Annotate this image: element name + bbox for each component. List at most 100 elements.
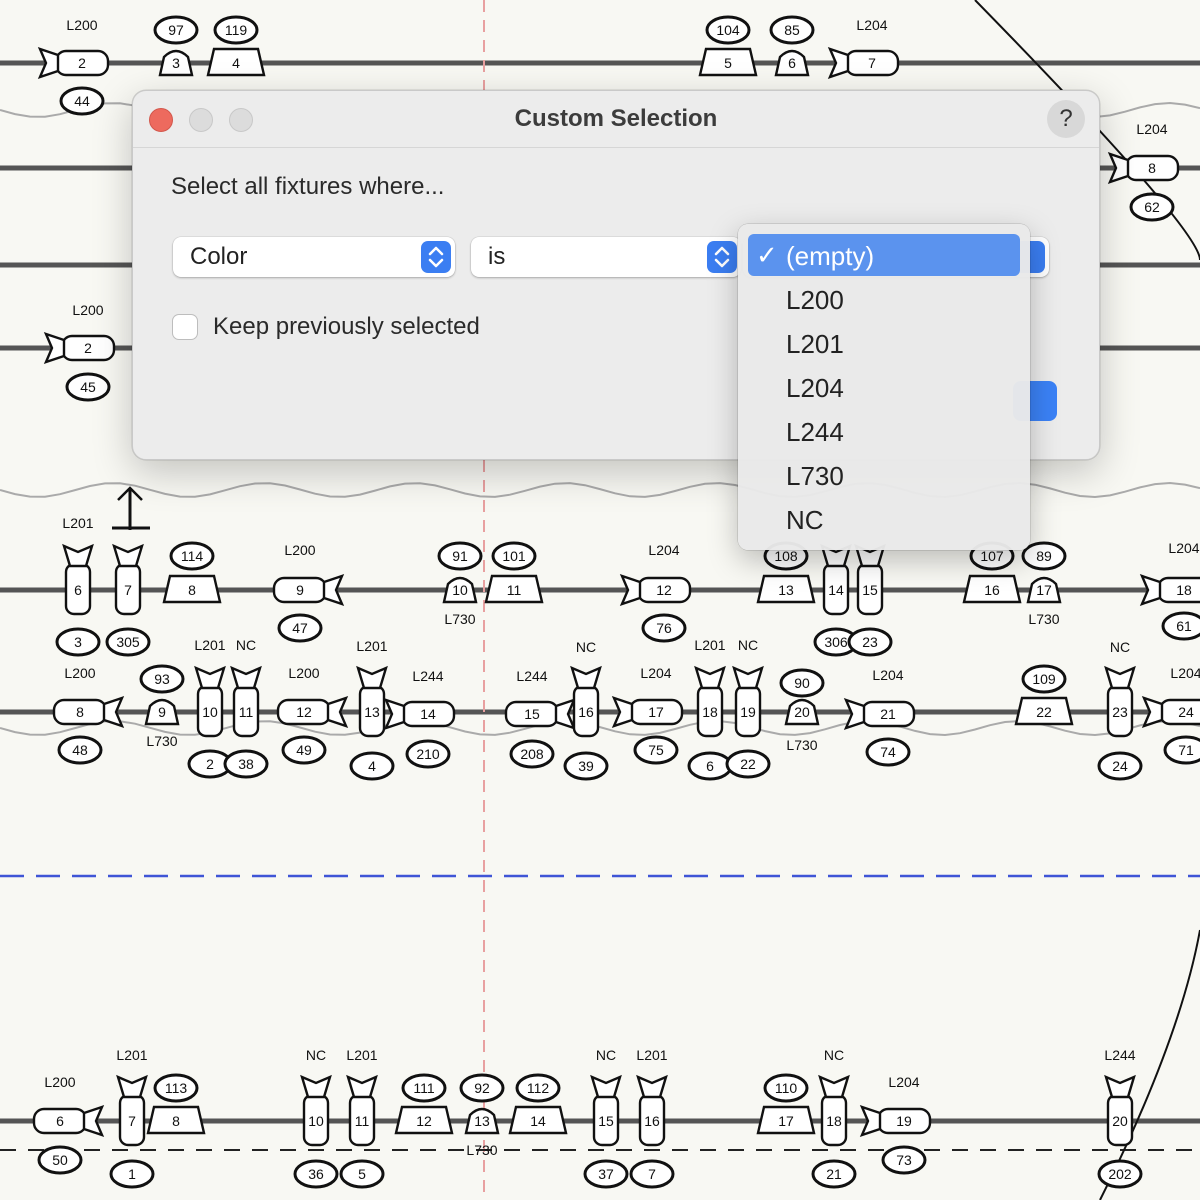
channel-oval (65, 372, 111, 402)
channel-number: 306 (824, 634, 848, 650)
menu-item-nc[interactable]: NC (786, 505, 824, 535)
channel-number: 21 (826, 1166, 842, 1182)
keep-previously-selected-checkbox[interactable] (173, 315, 197, 339)
popup-stepper-icon (707, 241, 737, 273)
fixture-lens (356, 665, 388, 690)
channel-oval (515, 1073, 561, 1103)
unit-number: 18 (1176, 582, 1192, 598)
channel-number: 75 (648, 742, 664, 758)
menu-item-l244[interactable]: L244 (786, 417, 844, 447)
channel-number: 48 (72, 742, 88, 758)
unit-number: 17 (778, 1113, 794, 1129)
channel-number: 36 (308, 1166, 324, 1182)
fixture-body (1014, 696, 1074, 726)
menu-item-l730[interactable]: L730 (786, 461, 844, 491)
menu-item-l201[interactable]: L201 (786, 329, 844, 359)
color-label: L204 (856, 17, 887, 33)
channel-number: 93 (154, 671, 170, 687)
unit-number: 4 (232, 55, 240, 71)
fixture-lens (554, 698, 577, 730)
channel-number: 3 (74, 634, 82, 650)
fixture[interactable]: 397 (153, 15, 199, 77)
operator-popup-button[interactable]: is (471, 237, 741, 277)
color-label: NC (596, 1047, 616, 1063)
fixture-lens (322, 574, 345, 606)
minimize-button[interactable] (189, 108, 213, 132)
menu-item-l200[interactable]: L200 (786, 285, 844, 315)
channel-oval (509, 739, 555, 769)
zoom-button[interactable] (229, 108, 253, 132)
color-label: L204 (1170, 665, 1200, 681)
channel-oval (139, 664, 185, 694)
menu-item-l204[interactable]: L204 (786, 373, 844, 403)
close-button[interactable] (149, 108, 173, 132)
channel-number: 89 (1036, 548, 1052, 564)
channel-oval (633, 735, 679, 765)
fixture[interactable]: 685 (769, 15, 815, 77)
channel-number: 1 (128, 1166, 136, 1182)
help-button[interactable]: ? (1047, 100, 1085, 138)
channel-oval (223, 749, 269, 779)
fixture-body (144, 698, 180, 726)
menu-item-empty[interactable]: ✓ (empty) (748, 234, 1020, 276)
value-dropdown-menu: ✓ (empty) L200 L201 L204 L244 L730 NC (738, 224, 1030, 550)
unit-number: 20 (794, 704, 810, 720)
color-label: L244 (516, 668, 547, 684)
fixture-lens (230, 665, 262, 690)
color-label: L201 (62, 515, 93, 531)
channel-number: 22 (740, 756, 756, 772)
field-popup-button[interactable]: Color (173, 237, 455, 277)
